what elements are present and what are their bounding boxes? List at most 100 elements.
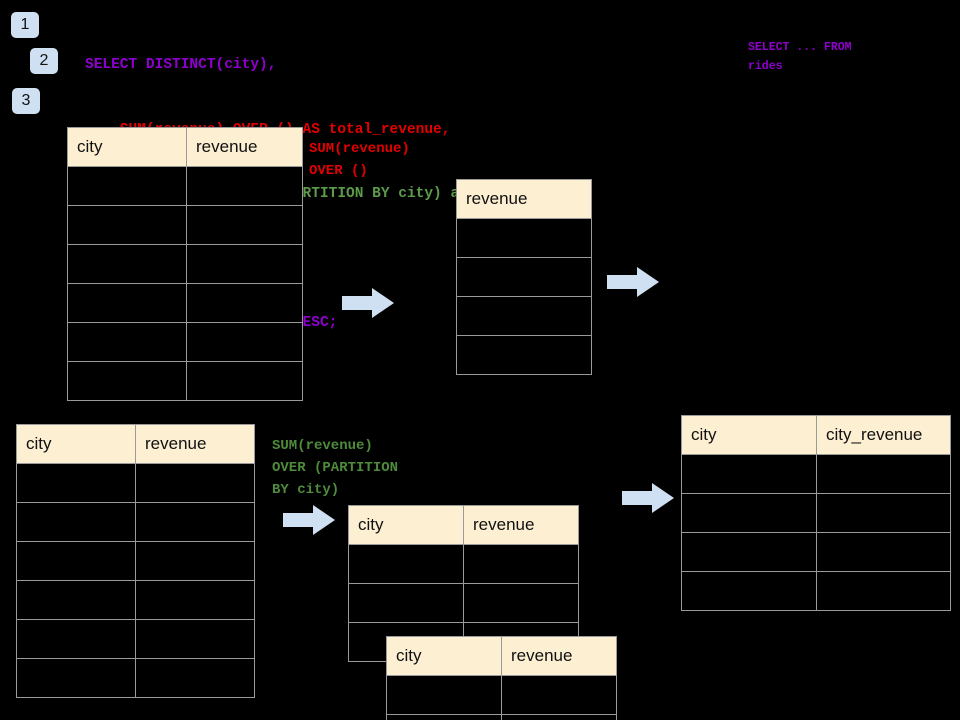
cell-city <box>386 714 502 720</box>
table-row <box>456 218 592 258</box>
cell-city <box>16 619 136 659</box>
table-row <box>67 244 303 284</box>
cell-revenue <box>186 322 303 362</box>
arrow-shaft <box>283 513 316 527</box>
cell-revenue <box>456 218 592 258</box>
cell-city <box>16 541 136 581</box>
annotation-city-revenue: SUM(revenue) OVER (PARTITION BY city) <box>272 438 399 498</box>
cell-city-revenue <box>816 493 951 533</box>
result-table: city city_revenue <box>681 415 951 611</box>
cell-revenue <box>186 244 303 284</box>
table-row <box>67 322 303 362</box>
column-header-city: city <box>681 415 817 455</box>
table-row <box>456 335 592 375</box>
cell-city <box>67 361 187 401</box>
cell-city <box>67 283 187 323</box>
cell-city <box>681 571 817 611</box>
cell-revenue <box>456 335 592 375</box>
cell-revenue <box>186 166 303 206</box>
table-row <box>16 541 255 581</box>
arrow-shaft <box>607 275 640 289</box>
cell-city <box>16 502 136 542</box>
arrow-total-to-result-icon <box>607 267 659 297</box>
cell-revenue <box>135 619 255 659</box>
column-header-revenue: revenue <box>463 505 579 545</box>
cell-revenue <box>186 283 303 323</box>
cell-revenue <box>135 463 255 503</box>
cell-revenue <box>135 502 255 542</box>
cell-city <box>681 454 817 494</box>
select-from-rides-label: SELECT ... FROM rides <box>748 41 852 73</box>
cell-city-revenue <box>816 571 951 611</box>
table-row <box>456 296 592 336</box>
column-header-city: city <box>348 505 464 545</box>
column-header-revenue: revenue <box>135 424 255 464</box>
cell-revenue <box>186 205 303 245</box>
arrow-head <box>372 288 394 318</box>
cell-city <box>348 583 464 623</box>
table-row <box>348 544 579 584</box>
table-row <box>67 205 303 245</box>
cell-city <box>67 322 187 362</box>
cell-city <box>681 493 817 533</box>
column-header-revenue: revenue <box>186 127 303 167</box>
partition-group-table-b: city revenue <box>386 636 617 720</box>
arrow-shaft <box>622 491 655 505</box>
table-header-row: revenue <box>456 179 592 219</box>
annotation-total-revenue: SUM(revenue) OVER () <box>309 141 410 179</box>
table-row <box>16 463 255 503</box>
cell-revenue <box>456 296 592 336</box>
column-header-city: city <box>16 424 136 464</box>
step-badge-1: 1 <box>11 12 39 38</box>
column-header-city: city <box>386 636 502 676</box>
table-row <box>16 502 255 542</box>
cell-city <box>348 544 464 584</box>
table-row <box>386 675 617 715</box>
cell-city <box>386 675 502 715</box>
table-row <box>681 454 951 494</box>
table-row <box>16 619 255 659</box>
partition-group-table-a: city revenue <box>348 505 579 662</box>
table-header-row: city revenue <box>16 424 255 464</box>
arrow-source-to-partition-icon <box>283 505 335 535</box>
table-row <box>456 257 592 297</box>
table-header-row: city revenue <box>67 127 303 167</box>
table-row <box>681 493 951 533</box>
table-row <box>16 580 255 620</box>
sql-line-1-text: SELECT DISTINCT(city), <box>85 57 277 73</box>
cell-city <box>16 658 136 698</box>
table-row <box>681 571 951 611</box>
arrow-source-to-total-icon <box>342 288 394 318</box>
cell-revenue <box>135 541 255 581</box>
arrow-head <box>637 267 659 297</box>
arrow-head <box>313 505 335 535</box>
table-row <box>681 532 951 572</box>
arrow-shaft <box>342 296 375 310</box>
table-row <box>67 283 303 323</box>
arrow-partition-to-result-icon <box>622 483 674 513</box>
cell-city <box>67 166 187 206</box>
table-row <box>386 714 617 720</box>
cell-city-revenue <box>816 454 951 494</box>
step-badge-2: 2 <box>30 48 58 74</box>
cell-city <box>16 463 136 503</box>
cell-revenue <box>501 714 617 720</box>
rides-source-table: city revenue <box>67 127 303 401</box>
total-revenue-table: revenue <box>456 179 592 375</box>
table-row <box>16 658 255 698</box>
rides-source-table-2: city revenue <box>16 424 255 698</box>
cell-city <box>67 244 187 284</box>
cell-city <box>16 580 136 620</box>
table-header-row: city city_revenue <box>681 415 951 455</box>
cell-city <box>681 532 817 572</box>
cell-city-revenue <box>816 532 951 572</box>
column-header-revenue: revenue <box>501 636 617 676</box>
cell-revenue <box>186 361 303 401</box>
table-header-row: city revenue <box>348 505 579 545</box>
cell-revenue <box>135 580 255 620</box>
sql-line-1: SELECT DISTINCT(city), <box>85 55 581 77</box>
table-row <box>67 361 303 401</box>
table-row <box>348 583 579 623</box>
table-header-row: city revenue <box>386 636 617 676</box>
